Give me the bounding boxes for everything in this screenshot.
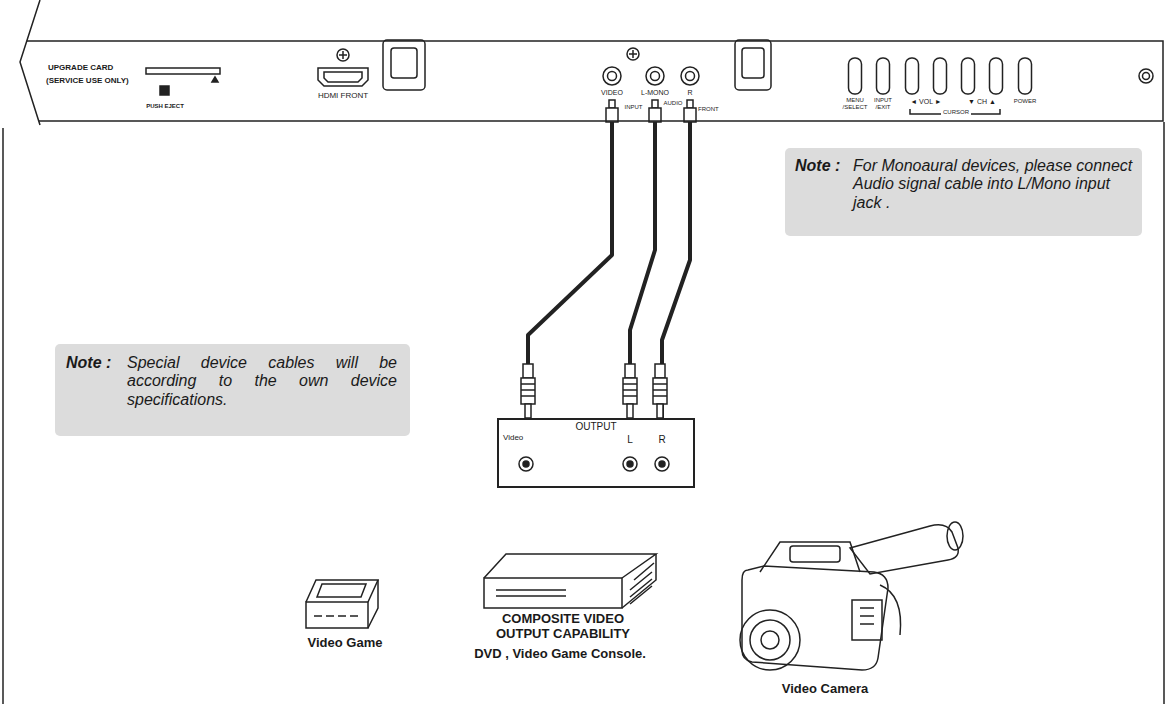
label-text: Video bbox=[503, 433, 543, 442]
rca-jack bbox=[681, 67, 699, 85]
rca-jack bbox=[646, 67, 664, 85]
label-text: HDMI FRONT bbox=[303, 91, 383, 100]
break-line bbox=[20, 0, 40, 125]
dvd-player bbox=[484, 554, 656, 608]
rca-plug bbox=[606, 100, 696, 122]
rca-jack bbox=[603, 67, 621, 85]
bracket bbox=[735, 40, 771, 90]
note-box: Note :For Monoaural devices, please conn… bbox=[785, 148, 1142, 236]
label-text: L bbox=[622, 434, 638, 446]
rca-plug bbox=[521, 364, 667, 418]
label-text: FRONT bbox=[698, 106, 732, 113]
panel-outline bbox=[18, 40, 1165, 122]
label-text: L-MONO bbox=[633, 89, 677, 97]
tv-front-panel: UPGRADE CARD (SERVICE USE ONLY) PUSH EJECT… bbox=[18, 40, 1165, 122]
label-text: ▼ CH ▲ bbox=[954, 98, 1010, 106]
label-text: MENU bbox=[835, 97, 875, 104]
label-text: POWER bbox=[1005, 98, 1045, 105]
caption-text: COMPOSITE VIDEO OUTPUT CAPABILITY bbox=[478, 612, 648, 642]
label-text: UPGRADE CARD bbox=[48, 63, 143, 72]
label-text: /SELECT bbox=[835, 104, 875, 111]
label-text: INPUT bbox=[865, 97, 901, 104]
caption-text: Video Camera bbox=[760, 682, 890, 697]
eject-button bbox=[160, 86, 169, 95]
caption-text: Video Game bbox=[295, 636, 395, 651]
label-text: For Monoaural devices, please connect Au… bbox=[853, 157, 1135, 212]
label-text: INPUT bbox=[618, 104, 649, 111]
label-text: AUDIO bbox=[660, 100, 686, 107]
label-text: ◄ VOL ► bbox=[898, 98, 954, 106]
note-box: Note :Special device cables will be acco… bbox=[55, 344, 410, 436]
label-text: /EXIT bbox=[865, 104, 901, 111]
caption-text: DVD , Video Game Console. bbox=[470, 647, 650, 662]
bracket bbox=[383, 40, 425, 90]
hdmi-port bbox=[318, 68, 368, 86]
card-slot bbox=[146, 68, 220, 74]
label-text: VIDEO bbox=[590, 89, 634, 97]
label-text: R bbox=[654, 434, 670, 446]
av-cable bbox=[662, 122, 690, 418]
label-text: (SERVICE USE ONLY) bbox=[46, 76, 146, 85]
label-text: Note : bbox=[795, 157, 853, 175]
label-text: R bbox=[680, 89, 700, 97]
av-cable bbox=[528, 122, 612, 418]
output-panel: OUTPUT Video L R bbox=[497, 418, 695, 488]
label-text: Note : bbox=[66, 354, 128, 372]
button-row bbox=[849, 58, 1032, 94]
frame-line bbox=[1163, 122, 1165, 704]
video-game-console bbox=[306, 580, 378, 628]
label-text: OUTPUT bbox=[556, 421, 636, 433]
label-text: Special device cables will be according … bbox=[127, 354, 397, 409]
label-text: CURSOR bbox=[941, 109, 971, 116]
frame-line bbox=[2, 128, 4, 704]
video-camera bbox=[740, 522, 963, 670]
label-text: PUSH EJECT bbox=[134, 103, 196, 110]
